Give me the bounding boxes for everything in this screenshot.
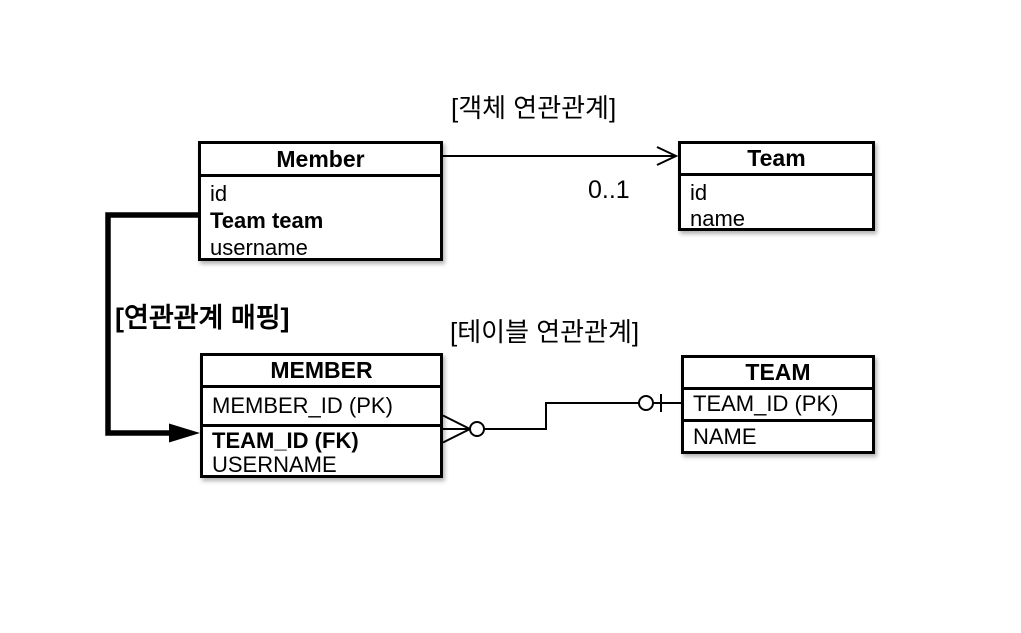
team-class-title: Team	[681, 144, 872, 176]
table-association-title: [테이블 연관관계]	[450, 317, 640, 347]
solid-arrowhead-icon	[169, 423, 200, 443]
association-mapping-title: [연관관계 매핑]	[115, 303, 290, 333]
table-association-connector	[442, 394, 681, 444]
multiplicity-label: 0..1	[588, 176, 630, 204]
object-association-title: [객체 연관관계]	[451, 93, 617, 123]
team-table-box: TEAM TEAM_ID (PK) NAME	[681, 355, 875, 454]
member-field-team: Team team	[210, 208, 324, 233]
object-association-arrow	[443, 146, 679, 166]
connector-elbow-path	[484, 402, 639, 430]
member-table-title: MEMBER	[203, 356, 440, 388]
member-table-pk-row: MEMBER_ID (PK)	[203, 388, 440, 427]
member-class-fields: id Team team username	[201, 177, 440, 261]
member-table-field-team-id-fk: TEAM_ID (FK)	[212, 428, 359, 453]
team-field-id: id	[690, 180, 708, 205]
member-table-fields: TEAM_ID (FK) USERNAME	[203, 427, 440, 477]
member-class-title: Member	[201, 144, 440, 177]
team-table-field-name: NAME	[693, 424, 757, 449]
team-class-fields: id name	[681, 176, 872, 232]
team-table-title: TEAM	[684, 358, 872, 390]
team-class-box: Team id name	[678, 141, 875, 231]
crow-foot-many-icon	[442, 414, 471, 444]
open-arrowhead-icon	[656, 146, 679, 166]
member-class-box: Member id Team team username	[198, 141, 443, 261]
team-table-pk-row: TEAM_ID (PK)	[684, 390, 872, 422]
team-field-name: name	[690, 206, 746, 231]
member-field-id: id	[210, 181, 228, 206]
zero-circle-right-icon	[638, 395, 654, 411]
member-field-username: username	[210, 235, 308, 260]
member-table-box: MEMBER MEMBER_ID (PK) TEAM_ID (FK) USERN…	[200, 353, 443, 478]
zero-circle-left-icon	[469, 421, 485, 437]
member-table-field-username: USERNAME	[212, 452, 337, 477]
